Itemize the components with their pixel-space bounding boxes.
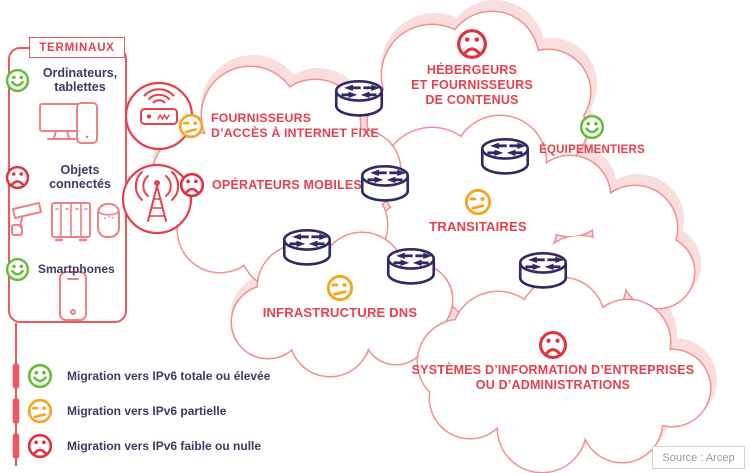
router-icon bbox=[282, 228, 332, 266]
actor-label: FOURNISSEURS D’ACCÈS À INTERNET FIXE bbox=[211, 111, 379, 140]
legend-label: Migration vers IPv6 faible ou nulle bbox=[67, 439, 262, 453]
actor-infrastructure-dns: INFRASTRUCTURE DNS bbox=[262, 274, 418, 320]
legend-item-low: Migration vers IPv6 faible ou nulle bbox=[27, 433, 261, 459]
actor-transitaires: TRANSITAIRES bbox=[413, 188, 543, 234]
sad-smiley-icon bbox=[27, 433, 53, 459]
terminal-item-label: Objets connectés bbox=[49, 163, 111, 192]
happy-smiley-icon bbox=[5, 68, 30, 93]
router-icon bbox=[480, 137, 530, 175]
actor-label: ÉQUIPEMENTIERS bbox=[539, 144, 645, 156]
actor-hebergeurs: HÉBERGEURS ET FOURNISSEURS DE CONTENUS bbox=[392, 28, 552, 107]
sad-smiley-icon bbox=[456, 28, 488, 60]
neutral-smiley-icon bbox=[464, 188, 492, 216]
actor-systemes-information: SYSTÈMES D’INFORMATION D’ENTREPRISES OU … bbox=[408, 330, 698, 393]
legend-connector-line bbox=[12, 323, 20, 466]
terminals-panel-title: TERMINAUX bbox=[29, 37, 125, 58]
terminal-item-smartphones: Smartphones bbox=[5, 257, 115, 282]
neutral-smiley-icon bbox=[326, 274, 354, 302]
legend-label: Migration vers IPv6 partielle bbox=[67, 404, 227, 418]
happy-smiley-icon bbox=[5, 257, 30, 282]
actor-equipementiers: ÉQUIPEMENTIERS bbox=[522, 114, 662, 158]
happy-smiley-icon bbox=[27, 363, 53, 389]
terminal-item-computers: Ordinateurs, tablettes bbox=[5, 66, 122, 95]
actor-label: INFRASTRUCTURE DNS bbox=[262, 305, 418, 320]
terminal-item-connected-objects: Objets connectés bbox=[5, 163, 122, 192]
sad-smiley-icon bbox=[538, 330, 568, 360]
antenna-icon bbox=[134, 171, 180, 222]
actor-fai-fixe: FOURNISSEURS D’ACCÈS À INTERNET FIXE bbox=[178, 111, 383, 140]
router-icon bbox=[518, 251, 568, 289]
actor-label: HÉBERGEURS ET FOURNISSEURS DE CONTENUS bbox=[411, 63, 533, 107]
legend-item-partial: Migration vers IPv6 partielle bbox=[27, 398, 226, 424]
source-credit: Source : Arcep bbox=[652, 446, 745, 469]
terminal-item-label: Ordinateurs, tablettes bbox=[42, 66, 118, 95]
legend-label: Migration vers IPv6 totale ou élevée bbox=[67, 369, 271, 383]
actor-label: OPÉRATEURS MOBILES bbox=[212, 177, 362, 192]
happy-smiley-icon bbox=[579, 114, 605, 140]
sad-smiley-icon bbox=[5, 165, 30, 190]
neutral-smiley-icon bbox=[178, 113, 204, 139]
wifi-router-icon bbox=[140, 88, 178, 125]
terminal-item-label: Smartphones bbox=[38, 261, 115, 276]
neutral-smiley-icon bbox=[27, 398, 53, 424]
sad-smiley-icon bbox=[179, 172, 205, 198]
actor-operateurs-mobiles: OPÉRATEURS MOBILES bbox=[179, 172, 362, 198]
actor-label: SYSTÈMES D’INFORMATION D’ENTREPRISES OU … bbox=[411, 363, 695, 392]
router-icon bbox=[360, 164, 410, 202]
legend-item-high: Migration vers IPv6 totale ou élevée bbox=[27, 363, 270, 389]
actor-label: TRANSITAIRES bbox=[429, 219, 527, 234]
